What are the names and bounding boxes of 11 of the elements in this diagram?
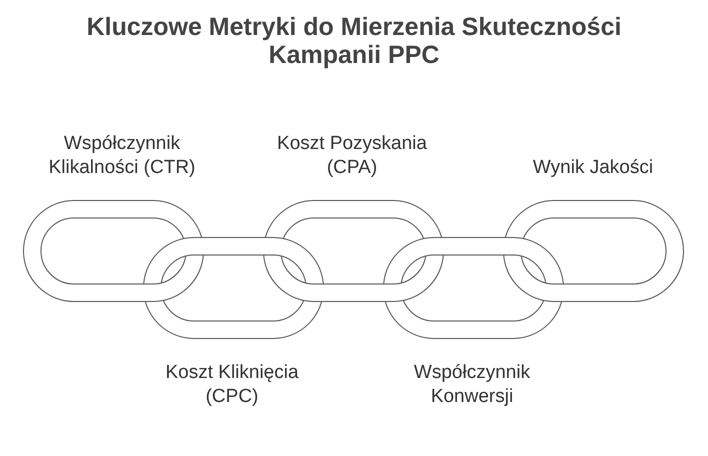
metric-label: Wynik Jakości bbox=[532, 156, 654, 180]
diagram-title: Kluczowe Metryki do Mierzenia Skuteczności Kampanii PPC bbox=[86, 13, 622, 69]
metric-label: Koszt Pozyskania (CPA) bbox=[276, 132, 428, 180]
metric-label: Koszt Kliknięcia (CPC) bbox=[164, 361, 300, 409]
chain-link bbox=[23, 200, 204, 302]
chain-link bbox=[263, 200, 444, 302]
chain-link bbox=[383, 237, 564, 339]
chain-link bbox=[503, 200, 684, 302]
metric-label: Współczynnik Klikalności (CTR) bbox=[48, 132, 196, 180]
chain-link bbox=[143, 237, 324, 339]
metric-label: Współczynnik Konwersji bbox=[412, 361, 532, 409]
